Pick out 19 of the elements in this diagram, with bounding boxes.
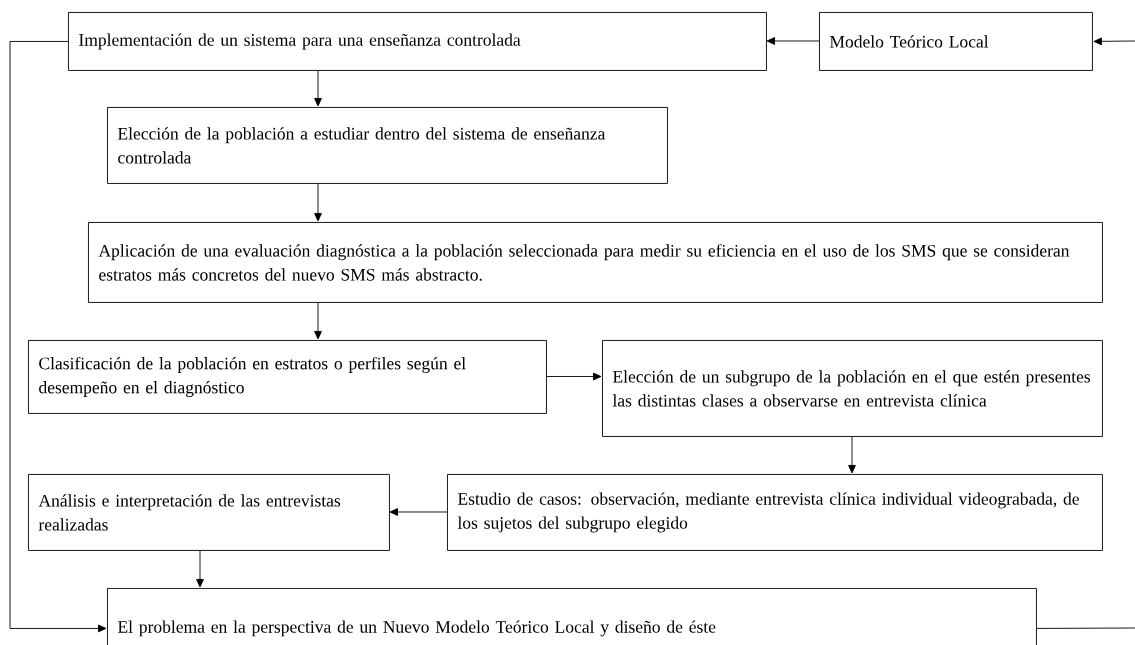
process-box: El problema en la perspectiva de un Nuevo Modelo Teórico Local y diseño de éste (107, 588, 1037, 645)
process-box: Análisis e interpretación de las entrevistas realizadas (28, 474, 390, 551)
process-box: Modelo Teórico Local (819, 12, 1093, 71)
arrow (314, 302, 322, 340)
process-box: Implementación de un sistema para una enseñanza controlada (68, 12, 767, 71)
arrow (1093, 37, 1135, 46)
process-box: Estudio de casos: observación, mediante entrevista clínica individual videograbada, de los sujetos del subgrupo elegido (447, 474, 1103, 551)
process-box: Elección de la población a estudiar dentro del sistema de enseñanza controlada (107, 107, 668, 184)
arrow (766, 37, 820, 45)
arrow (545, 372, 602, 381)
arrow (314, 70, 322, 107)
process-box: Clasificación de la población en estratos o perfiles según el desempeño en el diagnóstico (28, 340, 547, 414)
arrow (9, 41, 107, 633)
process-box: Elección de un subgrupo de la población en el que estén presentes las distintas clases a observarse en entrevista clínica (602, 340, 1103, 437)
arrow (848, 436, 856, 474)
process-box: Aplicación de una evaluación diagnóstica a la población seleccionada para medir su eficiencia en el uso de los SMS que se consideran estratos más concretos del nuevo SMS más abstracto. (88, 222, 1103, 303)
arrow (389, 508, 448, 516)
arrow (196, 550, 204, 588)
arrow (314, 183, 322, 222)
